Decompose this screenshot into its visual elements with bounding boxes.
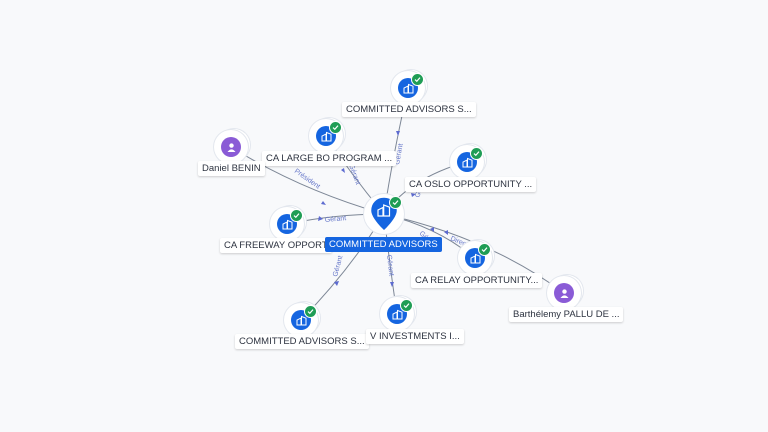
arrow-n6 [430, 227, 434, 232]
edge-label-n3: Président [293, 168, 321, 191]
arrow-n3 [321, 201, 326, 205]
edge-label-n5: Gérant [325, 215, 347, 224]
node-label: COMMITTED ADVISORS S... [342, 102, 476, 117]
verified-check-icon [304, 305, 317, 318]
verified-check-icon [389, 196, 402, 209]
edge-label-n9: Gérant [385, 254, 395, 276]
arrow-n2 [341, 168, 345, 173]
arrow-n8 [334, 281, 339, 286]
verified-check-icon [290, 209, 303, 222]
verified-check-icon [329, 121, 342, 134]
edge-label-n8: Gérant [332, 255, 344, 278]
person-icon [221, 137, 241, 157]
edge-label-n2: Gérant [347, 163, 361, 186]
arrow-n5 [318, 216, 323, 221]
arrow-n4 [411, 193, 416, 197]
node-label: CA OSLO OPPORTUNITY ... [405, 177, 537, 192]
node-label: CA FREEWAY OPPORT [220, 238, 332, 253]
verified-check-icon [478, 243, 491, 256]
arrow-n7 [444, 230, 448, 235]
edge-label-n4: Gé [414, 187, 424, 198]
node-label: CA LARGE BO PROGRAM ... [262, 151, 397, 166]
node-label: V INVESTMENTS I... [366, 329, 464, 344]
verified-check-icon [411, 73, 424, 86]
verified-check-icon [470, 147, 483, 160]
node-label: COMMITTED ADVISORS S... [235, 334, 369, 349]
node-label: Daniel BENIN [198, 161, 265, 176]
verified-check-icon [400, 299, 413, 312]
person-icon [554, 283, 574, 303]
edge-label-n1: Gérant [394, 143, 405, 165]
arrow-n1 [396, 131, 400, 136]
arrow-n9 [390, 282, 394, 287]
center-node-label: COMMITTED ADVISORS [325, 237, 442, 252]
node-label: CA RELAY OPPORTUNITY... [411, 273, 543, 288]
edge-label-n6: Gé [418, 230, 430, 241]
node-label: Barthélemy PALLU DE ... [509, 307, 624, 322]
